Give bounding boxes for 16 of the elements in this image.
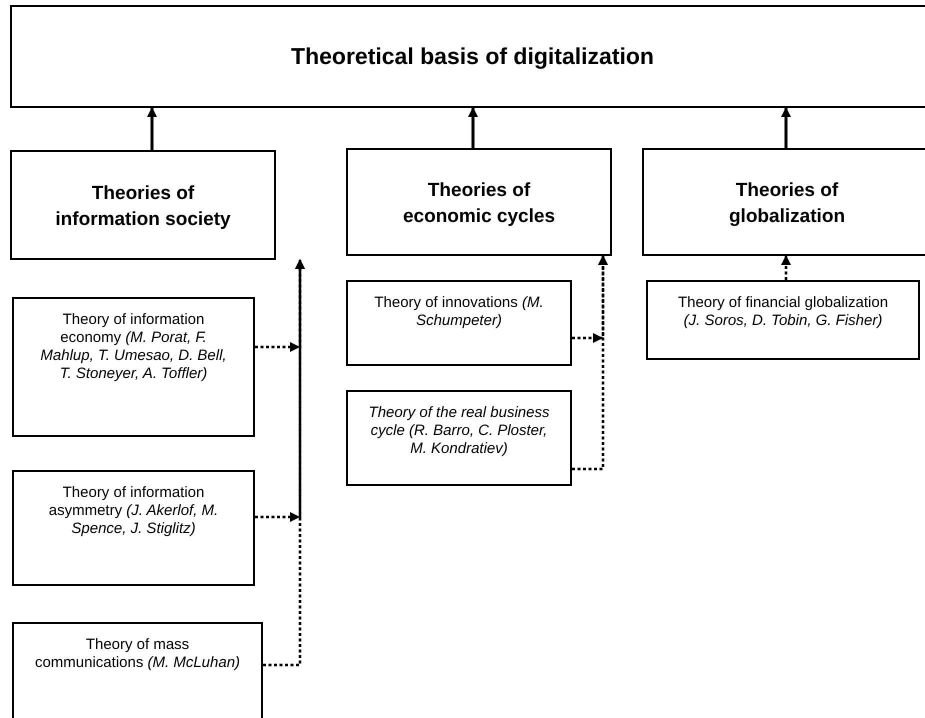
arrow [468,107,478,148]
arrow [781,255,791,280]
category-box: Theories of globalization [642,148,925,256]
arrow [263,259,305,666]
theory-box: Theory of financial globalization (J. Soros, D. Tobin, G. Fisher) [646,280,920,360]
theory-box: Theory of information asymmetry (J. Akerlof, M. Spence, J. Stiglitz) [12,470,255,586]
arrow [147,107,157,150]
category-box: Theory of the real business cycle (R. Barro, C. Ploster, M. Kondratiev) [346,390,572,486]
theory-box: Theory of innovations (M. Schumpeter) [346,280,572,366]
category-box: Theories of economic cycles [346,148,612,256]
arrow [572,255,608,470]
theory-box: Theory of mass communications (M. McLuhan) [12,622,263,718]
title-box: Theoretical basis of digitalization [10,5,925,108]
category-box: Theories of information society [10,150,276,260]
arrow [781,107,791,148]
theory-box: Theory of information economy (M. Porat, F. Mahlup, T. Umesao, D. Bell, T. Stoneyer, A. Toffler) [12,297,255,437]
